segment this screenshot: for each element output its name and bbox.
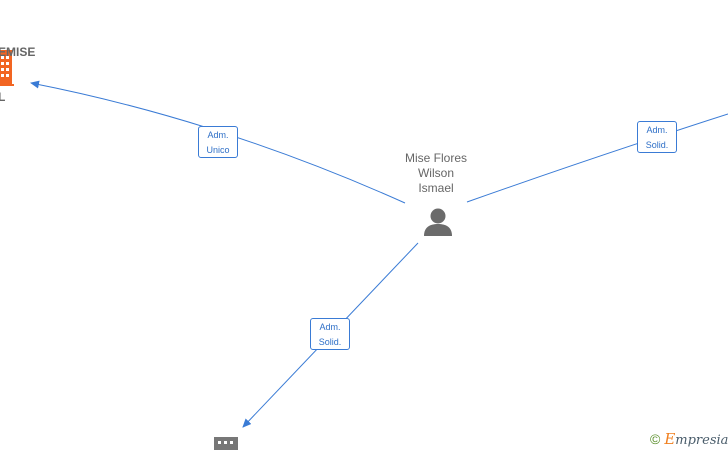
edge-label-line-1: Adm. — [207, 130, 229, 140]
person-icon[interactable] — [424, 208, 452, 237]
brand-initial: E — [664, 430, 676, 448]
building-icon-bottom[interactable] — [214, 437, 238, 450]
edge-label-line-2: Solid. — [318, 337, 342, 347]
edge-label-line-1: Adm. — [646, 125, 668, 135]
edge-label-adm-solid-bottom[interactable]: Adm. Solid. — [310, 318, 350, 350]
company-name-line-2: L — [0, 90, 6, 104]
brand-name: Empresia — [664, 430, 728, 448]
edge-label-adm-solid-right[interactable]: Adm. Solid. — [637, 121, 677, 153]
edge-label-line-1: Adm. — [319, 322, 341, 332]
brand-rest: mpresia — [675, 433, 728, 448]
copyright-symbol: © — [650, 431, 661, 447]
empresia-watermark: © Empresia — [650, 430, 728, 448]
edge-to-right — [466, 113, 728, 203]
edge-label-adm-unico[interactable]: Adm. Unico — [198, 126, 238, 158]
person-name-line-3: Ismael — [418, 181, 454, 195]
person-name-line-2: Wilson — [417, 166, 454, 180]
company-name-top-left[interactable]: EMISE L — [0, 15, 35, 120]
person-name[interactable]: Mise Flores Wilson Ismael — [396, 151, 476, 196]
person-name-line-1: Mise Flores — [404, 151, 467, 165]
building-icon-top-left[interactable] — [0, 50, 14, 86]
edge-label-line-2: Unico — [206, 145, 230, 155]
edge-label-line-2: Solid. — [645, 140, 669, 150]
company-name-line-1: EMISE — [0, 45, 36, 59]
